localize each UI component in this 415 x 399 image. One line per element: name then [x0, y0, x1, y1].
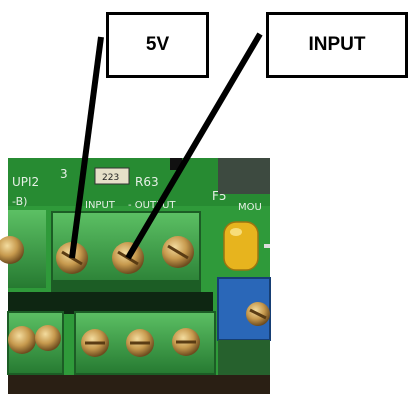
- silk-ref-3: 3: [60, 167, 68, 181]
- label-5v: 5V: [106, 12, 209, 78]
- board-edge: [8, 375, 270, 394]
- silk-left-sub: -B): [12, 195, 27, 208]
- lower-terminal-left: [7, 311, 64, 375]
- silk-output: - OUTPUT: [128, 200, 176, 211]
- lower-screw-2: [35, 325, 61, 351]
- yellow-capacitor: [223, 221, 259, 271]
- silk-mou: MOU: [238, 202, 262, 213]
- resistor-body: [94, 167, 130, 185]
- left-screw: [0, 236, 24, 264]
- silk-upi2: UPI2: [12, 175, 39, 189]
- resistor-value: 223: [102, 173, 119, 183]
- blue-terminal-block: [217, 277, 271, 341]
- silk-input: INPUT: [85, 200, 116, 211]
- pointer-line-5v: [69, 36, 104, 259]
- lower-screw-1: [8, 326, 36, 354]
- lower-terminal-right: [74, 311, 216, 375]
- component-top: [218, 158, 270, 194]
- label-5v-text: 5V: [145, 34, 170, 55]
- label-input-text: INPUT: [308, 34, 366, 55]
- label-input: INPUT: [266, 12, 408, 78]
- pointer-line-input: [125, 32, 263, 260]
- silk-r63: R63: [135, 175, 159, 189]
